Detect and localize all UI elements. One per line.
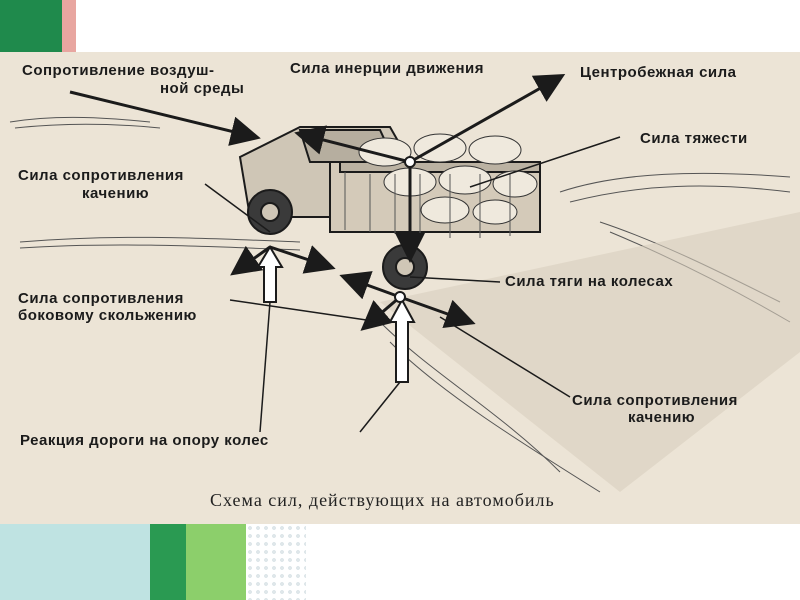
force-point-gravity xyxy=(404,156,416,168)
label-rolling-right-line1: Сила сопротивления xyxy=(572,392,738,409)
force-diagram xyxy=(9,74,800,493)
arrow-rolling-left-2 xyxy=(269,245,336,274)
decor-white-leaf xyxy=(80,0,122,52)
force-point-wheel xyxy=(394,291,406,303)
leader-side-slip xyxy=(229,299,381,323)
label-rolling-right-line2: качению xyxy=(628,409,696,426)
leader-reaction-2 xyxy=(359,381,401,433)
leader-rolling-right xyxy=(439,316,571,398)
arrow-rolling-left xyxy=(230,245,271,276)
leader-rolling-left xyxy=(204,183,271,233)
decor-pink-stripe xyxy=(62,0,76,52)
arrow-rolling-right xyxy=(399,295,476,329)
label-centrifugal: Центробежная сила xyxy=(580,64,737,81)
decor-dot-pattern xyxy=(246,524,306,600)
arrow-centrifugal xyxy=(409,74,566,164)
leader-reaction-1 xyxy=(259,301,271,433)
arrow-reaction-right xyxy=(388,297,416,383)
decor-green-block xyxy=(0,0,62,52)
label-road-reaction: Реакция дороги на опору колес xyxy=(20,432,269,449)
figure-caption: Схема сил, действующих на автомобиль xyxy=(210,490,555,510)
arrow-side-slip xyxy=(360,295,401,331)
leader-traction xyxy=(409,276,501,283)
label-side-slip-line2: боковому скольжению xyxy=(18,307,197,324)
slide-top-band xyxy=(0,0,800,52)
arrow-air-resistance xyxy=(69,90,261,146)
leader-gravity xyxy=(469,136,621,188)
arrow-reaction-left xyxy=(256,245,284,303)
label-rolling-left-line2: качению xyxy=(82,185,150,202)
label-air-resistance-line2: ной среды xyxy=(160,80,245,97)
decor-lime-stripe xyxy=(186,524,246,600)
arrow-inertia xyxy=(294,125,411,164)
label-inertia: Сила инерции движения xyxy=(290,60,484,77)
arrow-traction xyxy=(339,271,401,300)
label-traction: Сила тяги на колесах xyxy=(505,273,674,290)
decor-green-stripe xyxy=(150,524,186,600)
label-air-resistance-line1: Сопротивление воздуш- xyxy=(22,62,215,79)
label-side-slip-line1: Сила сопротивления xyxy=(18,290,184,307)
label-rolling-left-line1: Сила сопротивления xyxy=(18,167,184,184)
label-gravity: Сила тяжести xyxy=(640,130,748,147)
road-shading xyxy=(380,212,800,492)
decor-teal-block xyxy=(0,524,150,600)
truck xyxy=(238,126,541,290)
